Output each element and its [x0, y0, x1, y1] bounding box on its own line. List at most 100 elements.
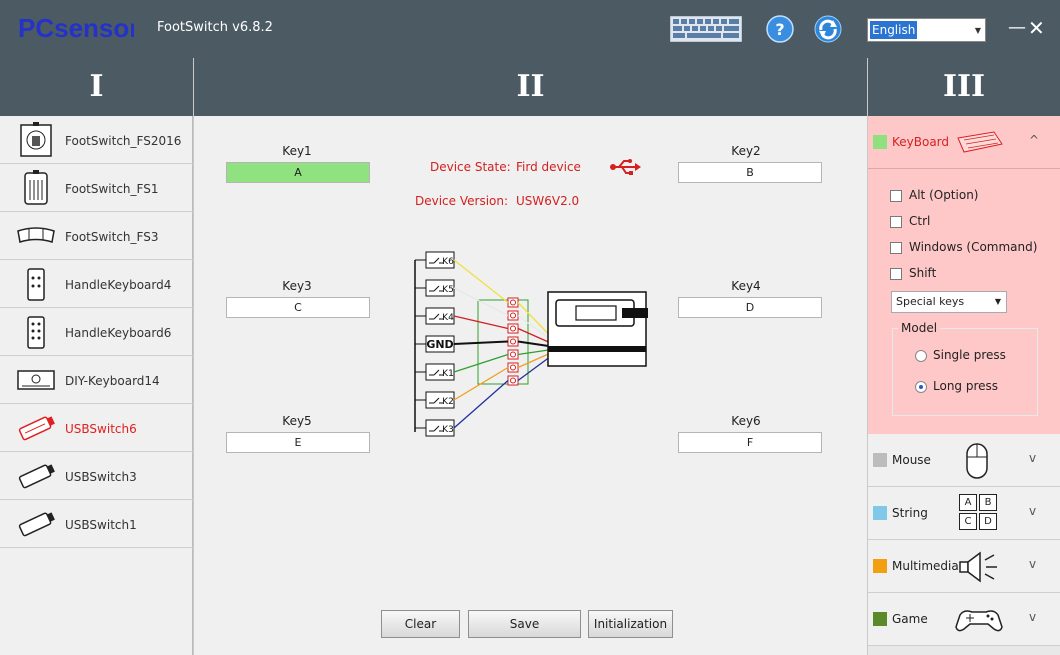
usbswitch6-icon	[18, 416, 55, 441]
device-item-handle-keyboard6[interactable]: HandleKeyboard6	[0, 308, 193, 356]
pin-k1: K1	[415, 363, 455, 381]
device-label: USBSwitch1	[65, 518, 137, 532]
usbswitch1-icon	[18, 512, 55, 537]
speaker-icon	[959, 551, 997, 583]
column-header-functions: III	[868, 58, 1060, 116]
key3-field[interactable]: C	[226, 297, 370, 318]
terminal-screw	[510, 338, 516, 345]
usb-icon	[610, 159, 641, 175]
pin-k2: K2	[415, 391, 455, 409]
initialization-button[interactable]: Initialization	[588, 610, 673, 638]
terminal-k4	[507, 323, 519, 334]
string-key-b: B	[979, 494, 997, 511]
diy-keyboard14-icon	[17, 370, 55, 390]
chevron-down-icon: v	[1029, 451, 1037, 465]
handle-keyboard4-icon	[27, 268, 45, 301]
svg-text:?: ?	[775, 20, 784, 39]
device-item-usbswitch3[interactable]: USBSwitch3	[0, 452, 193, 500]
single-press-label: Single press	[933, 348, 1006, 362]
device-state-label: Device State:	[430, 160, 511, 174]
pcsensor-logo: PCsensor	[16, 13, 134, 43]
terminal-screw	[510, 299, 516, 306]
device-label: FootSwitch_FS3	[65, 230, 159, 244]
language-select[interactable]: English ▼	[867, 18, 986, 42]
terminal-screw	[510, 364, 516, 371]
wire-k3	[453, 347, 563, 429]
gamepad-icon	[955, 610, 1003, 632]
footswitch-fs3-icon	[17, 227, 55, 243]
key4-field[interactable]: D	[678, 297, 822, 318]
pin-label: K3	[442, 425, 454, 435]
string-key-a: A	[959, 494, 977, 511]
pin-label: K2	[442, 397, 454, 407]
minimize-button[interactable]: —	[1008, 17, 1026, 38]
title-bar: PCsensor FootSwitch v6.8.2 ? English ▼ —…	[0, 0, 1060, 58]
help-icon[interactable]: ?	[766, 15, 794, 43]
terminal-k1	[507, 349, 519, 360]
single-press-radio[interactable]	[915, 350, 927, 362]
key1-field[interactable]: A	[226, 162, 370, 183]
function-panel: KeyBoard ^ Alt (Option) Ctrl Windows (Co…	[868, 116, 1060, 655]
pin-label: K4	[442, 313, 454, 323]
category-label: Multimedia	[892, 559, 959, 573]
save-button[interactable]: Save	[468, 610, 581, 638]
device-state-value: Fird device	[516, 160, 581, 174]
shift-label: Shift	[909, 266, 937, 280]
keyboard-color-swatch	[873, 135, 887, 149]
model-group	[892, 328, 1038, 416]
shift-checkbox[interactable]	[890, 268, 902, 280]
svg-text:PCsensor: PCsensor	[18, 13, 134, 43]
chevron-down-icon: v	[1029, 504, 1037, 518]
key4-label: Key4	[731, 279, 761, 293]
alt-checkbox[interactable]	[890, 190, 902, 202]
category-mouse[interactable]: Mouse v	[868, 434, 1060, 487]
device-label: USBSwitch6	[65, 422, 137, 436]
key5-label: Key5	[282, 414, 312, 428]
device-item-usbswitch1[interactable]: USBSwitch1	[0, 500, 193, 548]
refresh-icon[interactable]	[814, 15, 842, 43]
ctrl-checkbox[interactable]	[890, 216, 902, 228]
chevron-down-icon: ▼	[974, 26, 981, 35]
key6-field[interactable]: F	[678, 432, 822, 453]
category-string[interactable]: String A B C D v	[868, 487, 1060, 540]
clear-button[interactable]: Clear	[381, 610, 460, 638]
terminal-k6	[507, 297, 519, 308]
long-press-radio[interactable]	[915, 381, 927, 393]
key5-field[interactable]: E	[226, 432, 370, 453]
terminal-screw	[510, 312, 516, 319]
device-label: HandleKeyboard4	[65, 278, 172, 292]
device-item-usbswitch6[interactable]: USBSwitch6	[0, 404, 193, 452]
device-item-footswitch-fs2016[interactable]: FootSwitch_FS2016	[0, 116, 193, 164]
terminal-screw	[510, 377, 516, 384]
close-button[interactable]: ✕	[1028, 16, 1045, 40]
usbswitch3-icon	[18, 464, 55, 489]
category-game[interactable]: Game v	[868, 593, 1060, 646]
language-value: English	[870, 21, 918, 39]
windows-label: Windows (Command)	[909, 240, 1038, 254]
device-label: HandleKeyboard6	[65, 326, 172, 340]
game-color-swatch	[873, 612, 887, 626]
model-title: Model	[898, 321, 941, 335]
key2-label: Key2	[731, 144, 761, 158]
chevron-down-icon: v	[1029, 557, 1037, 571]
terminal-k2	[507, 362, 519, 373]
device-item-footswitch-fs1[interactable]: FootSwitch_FS1	[0, 164, 193, 212]
footswitch-fs1-icon	[24, 170, 48, 205]
mouse-icon	[966, 443, 988, 479]
keyboard-image-icon[interactable]	[670, 16, 742, 42]
category-keyboard[interactable]: KeyBoard ^	[868, 116, 1060, 169]
special-keys-select[interactable]: Special keys ▼	[891, 291, 1007, 313]
device-item-diy-keyboard14[interactable]: DIY-Keyboard14	[0, 356, 193, 404]
pin-k4: K4	[415, 307, 455, 325]
pin-label: K5	[442, 285, 454, 295]
category-multimedia[interactable]: Multimedia v	[868, 540, 1060, 593]
divider	[867, 58, 868, 655]
key2-field[interactable]: B	[678, 162, 822, 183]
key3-label: Key3	[282, 279, 312, 293]
category-label: Mouse	[892, 453, 931, 467]
windows-checkbox[interactable]	[890, 242, 902, 254]
string-color-swatch	[873, 506, 887, 520]
key6-label: Key6	[731, 414, 761, 428]
device-item-handle-keyboard4[interactable]: HandleKeyboard4	[0, 260, 193, 308]
device-item-footswitch-fs3[interactable]: FootSwitch_FS3	[0, 212, 193, 260]
